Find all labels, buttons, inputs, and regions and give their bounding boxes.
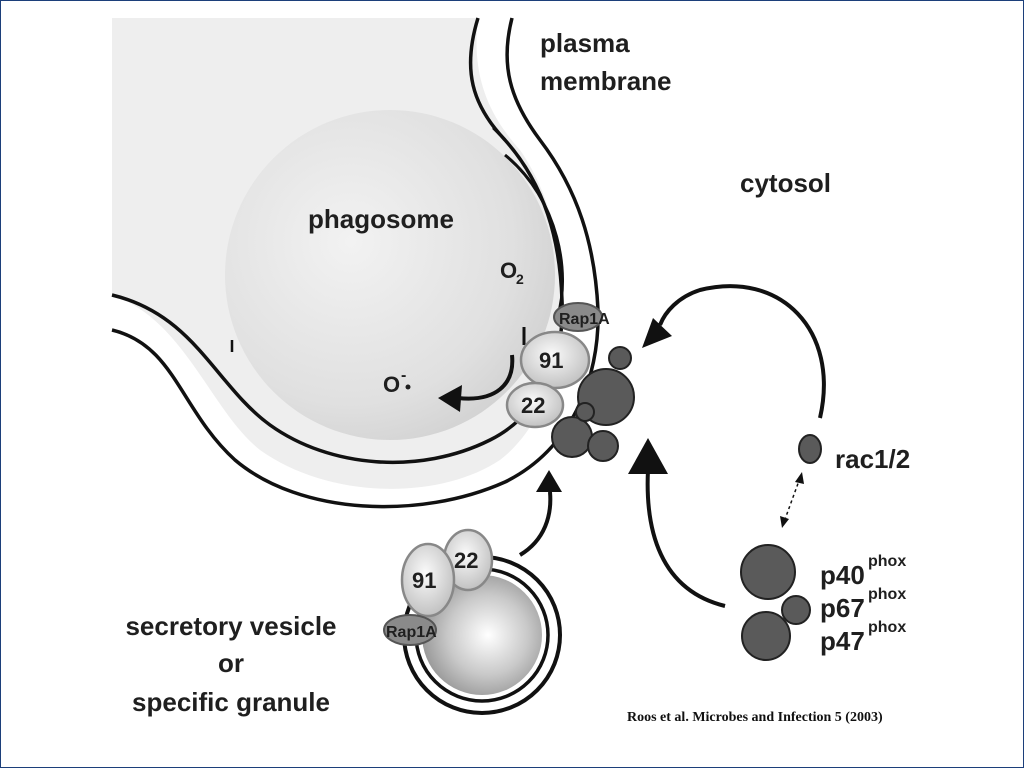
plasma-membrane-label-line1: plasma	[540, 28, 630, 58]
membrane-tick	[492, 127, 501, 136]
svg-text:phox: phox	[868, 619, 906, 636]
exchange-arrowhead-top	[795, 472, 804, 484]
svg-text:phox: phox	[868, 586, 906, 603]
rac-phox-exchange-arrow	[783, 477, 801, 523]
rac-arrowhead	[642, 318, 672, 348]
superoxide-arrowhead	[438, 385, 462, 412]
svg-text:O: O	[500, 258, 517, 283]
p40-subunit	[740, 544, 796, 600]
cytosolic-subunit-small	[608, 346, 632, 370]
rap1a-vesicle-label: Rap1A	[386, 624, 437, 641]
phagosome-label: phagosome	[308, 204, 454, 234]
vesicle-arrowhead	[536, 470, 562, 492]
p67phox-label: p67 phox	[820, 586, 906, 623]
vesicle-lumen	[422, 575, 542, 695]
rap1a-membrane-label: Rap1A	[559, 311, 610, 328]
cytosol-label: cytosol	[740, 168, 831, 198]
rap1a-vesicle-ellipse	[383, 614, 437, 646]
gp91-vesicle-ellipse	[400, 542, 456, 618]
svg-text:O: O	[383, 372, 400, 397]
rac-label: rac1/2	[835, 444, 910, 474]
vesicle-fusion-arrow	[518, 491, 553, 557]
rac-subunit	[798, 434, 822, 464]
plasma-membrane-label-line2: membrane	[540, 66, 672, 96]
cytosolic-subunit-left	[551, 416, 593, 458]
svg-text:-: -	[401, 367, 406, 384]
p47phox-label: p47 phox	[820, 619, 906, 656]
p40phox-label: p40 phox	[820, 553, 906, 590]
gp91-membrane-ellipse	[519, 330, 591, 390]
p22-vesicle-label: 22	[454, 548, 478, 573]
phox-arrowhead	[628, 438, 668, 474]
p22-membrane-label: 22	[521, 393, 545, 418]
superoxide-arrow	[457, 354, 515, 401]
p22-membrane-ellipse	[505, 381, 565, 429]
exchange-arrowhead-bottom	[780, 516, 789, 528]
p47-subunit	[741, 611, 791, 661]
svg-text:p47: p47	[820, 626, 865, 656]
superoxide-label: O -	[383, 367, 411, 397]
svg-text:2: 2	[516, 271, 524, 287]
vesicle-caption-line2: or	[218, 648, 244, 678]
svg-text:p67: p67	[820, 593, 865, 623]
gp91-vesicle-label: 91	[412, 568, 436, 593]
plasma-membrane-outer	[111, 17, 600, 509]
svg-text:phox: phox	[868, 553, 906, 570]
phox-translocation-arrow	[645, 469, 726, 608]
cytosolic-subunit-mid	[575, 402, 595, 422]
gp91-membrane-label: 91	[539, 348, 563, 373]
p67-subunit	[781, 595, 811, 625]
vesicle-caption-line3: specific granule	[132, 687, 330, 717]
rap1a-membrane-ellipse	[553, 302, 603, 332]
phagosome	[225, 110, 555, 440]
svg-text:p40: p40	[820, 560, 865, 590]
o2-label: O 2	[500, 258, 524, 287]
vesicle-caption-line1: secretory vesicle	[125, 611, 336, 641]
citation: Roos et al. Microbes and Infection 5 (20…	[627, 710, 883, 725]
rac-translocation-arrow	[658, 284, 826, 419]
cytosolic-subunit-right	[587, 430, 619, 462]
